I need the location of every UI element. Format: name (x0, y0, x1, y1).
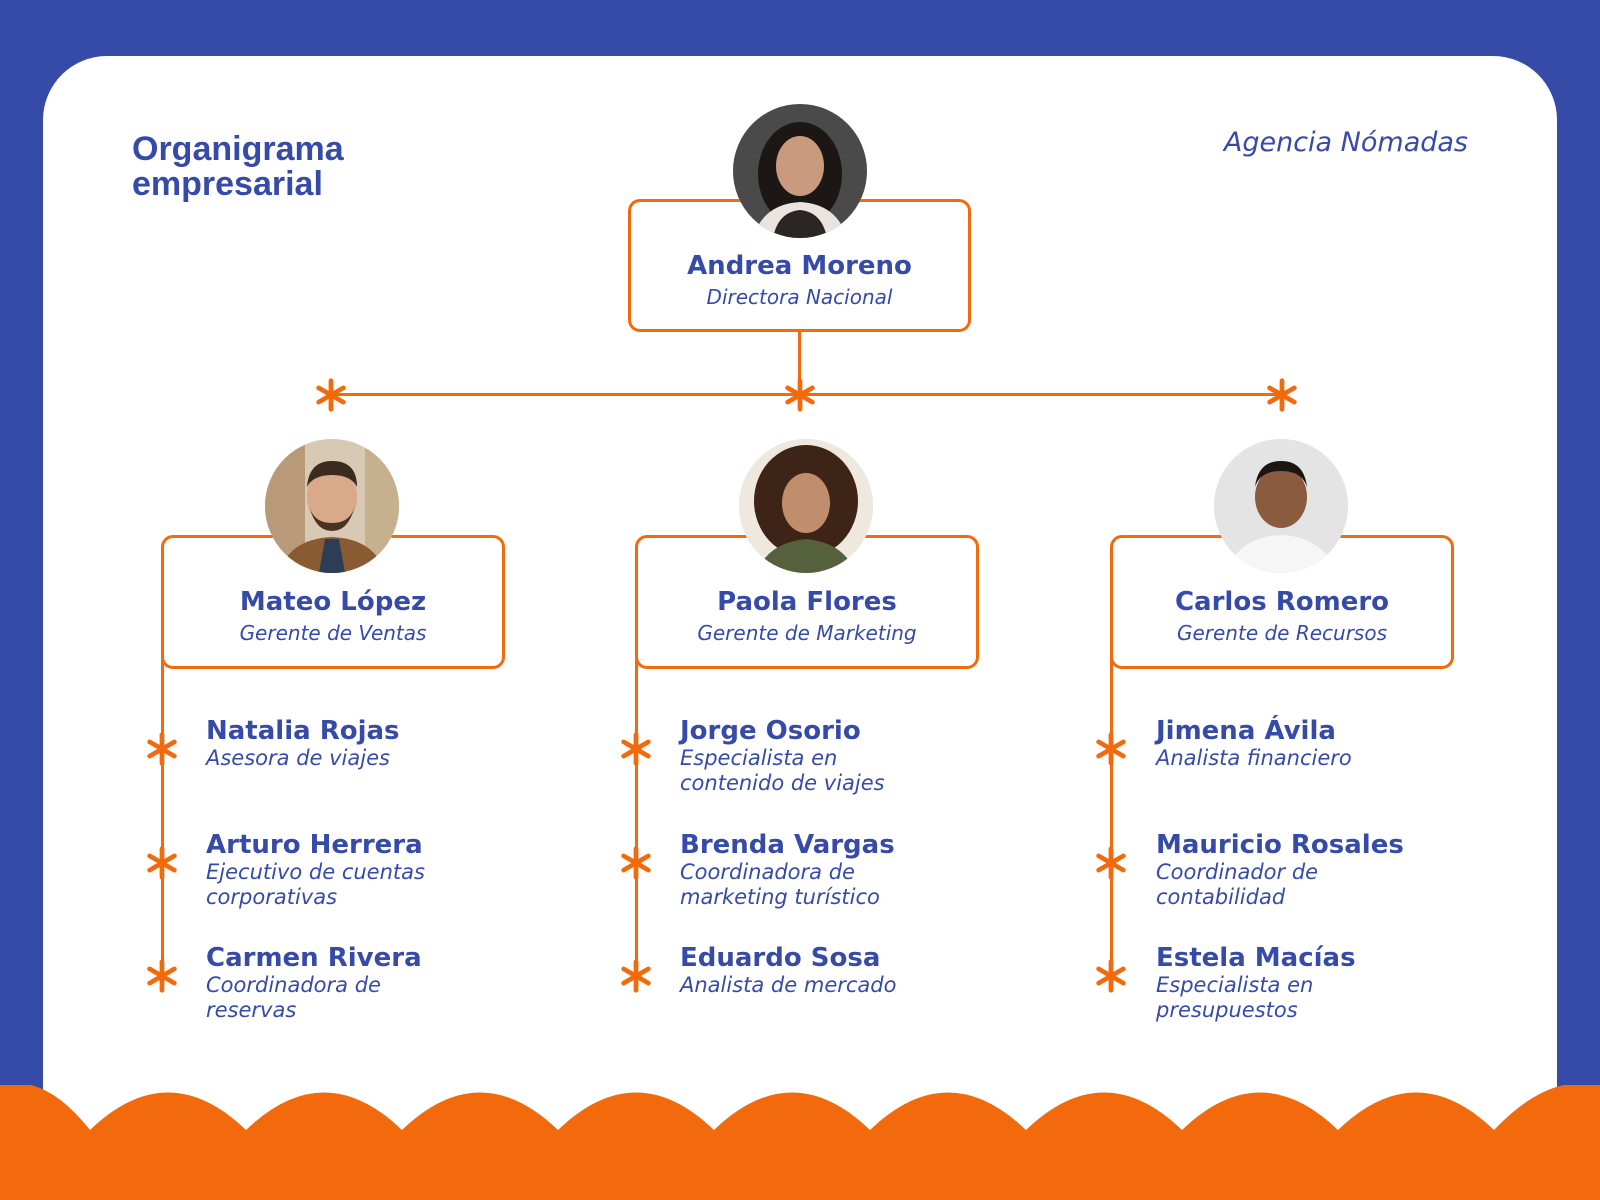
member-role-line1: Especialista en (1156, 973, 1314, 997)
team-line-resources (1110, 648, 1113, 980)
director-connector (798, 332, 801, 395)
member-name: Eduardo Sosa (680, 943, 881, 973)
asterisk-icon (1092, 957, 1130, 995)
decorative-wave (0, 1085, 1600, 1200)
manager-avatar-sales (265, 439, 399, 573)
member-role-line1: Ejecutivo de cuentas (206, 860, 425, 884)
asterisk-icon (143, 844, 181, 882)
team-member: Brenda Vargas Coordinadora de marketing … (680, 830, 980, 910)
director-role: Directora Nacional (706, 285, 893, 309)
member-role-line2: reservas (206, 998, 297, 1022)
asterisk-icon (781, 376, 819, 414)
member-name: Jimena Ávila (1156, 716, 1336, 746)
team-member: Carmen Rivera Coordinadora de reservas (206, 943, 506, 1023)
member-name: Carmen Rivera (206, 943, 422, 973)
manager-role: Gerente de Ventas (239, 621, 427, 645)
member-role-line1: Analista financiero (1156, 746, 1352, 770)
manager-avatar-resources (1214, 439, 1348, 573)
team-member: Mauricio Rosales Coordinador de contabil… (1156, 830, 1456, 910)
page-title: Organigrama empresarial (132, 132, 492, 202)
member-role-line1: Coordinadora de (680, 860, 855, 884)
asterisk-icon (312, 376, 350, 414)
horizontal-connector (331, 393, 1282, 396)
manager-avatar-marketing (739, 439, 873, 573)
asterisk-icon (1092, 730, 1130, 768)
manager-name: Paola Flores (717, 587, 897, 617)
member-role-line2: contenido de viajes (680, 771, 885, 795)
member-role-line1: Analista de mercado (680, 973, 897, 997)
member-name: Brenda Vargas (680, 830, 895, 860)
asterisk-icon (1263, 376, 1301, 414)
member-role-line1: Especialista en (680, 746, 838, 770)
member-role-line2: presupuestos (1156, 998, 1298, 1022)
page-title-line2: empresarial (132, 165, 323, 203)
team-member: Arturo Herrera Ejecutivo de cuentas corp… (206, 830, 506, 910)
asterisk-icon (143, 957, 181, 995)
director-avatar (733, 104, 867, 238)
team-member: Estela Macías Especialista en presupuest… (1156, 943, 1456, 1023)
asterisk-icon (617, 730, 655, 768)
member-role-line1: Asesora de viajes (206, 746, 390, 770)
asterisk-icon (1092, 844, 1130, 882)
team-member: Jimena Ávila Analista financiero (1156, 716, 1456, 771)
member-name: Arturo Herrera (206, 830, 423, 860)
team-member: Eduardo Sosa Analista de mercado (680, 943, 980, 998)
team-line-marketing (635, 648, 638, 980)
page-title-line1: Organigrama (132, 130, 344, 168)
manager-role: Gerente de Marketing (697, 621, 917, 645)
team-member: Natalia Rojas Asesora de viajes (206, 716, 506, 771)
manager-role: Gerente de Recursos (1176, 621, 1388, 645)
member-role-line1: Coordinadora de (206, 973, 381, 997)
asterisk-icon (617, 957, 655, 995)
manager-name: Mateo López (239, 587, 427, 617)
team-line-sales (161, 648, 164, 980)
member-role-line2: corporativas (206, 885, 338, 909)
director-card: Andrea Moreno Directora Nacional (628, 199, 971, 332)
member-role-line2: marketing turístico (680, 885, 880, 909)
asterisk-icon (143, 730, 181, 768)
asterisk-icon (617, 844, 655, 882)
member-role-line2: contabilidad (1156, 885, 1286, 909)
company-name: Agencia Nómadas (1223, 127, 1468, 158)
member-name: Mauricio Rosales (1156, 830, 1404, 860)
manager-name: Carlos Romero (1174, 587, 1390, 617)
director-name: Andrea Moreno (687, 251, 912, 281)
manager-card-marketing: Paola Flores Gerente de Marketing (635, 535, 979, 669)
manager-card-sales: Mateo López Gerente de Ventas (161, 535, 505, 669)
member-name: Natalia Rojas (206, 716, 400, 746)
team-member: Jorge Osorio Especialista en contenido d… (680, 716, 980, 796)
member-name: Jorge Osorio (680, 716, 861, 746)
member-role-line1: Coordinador de (1156, 860, 1319, 884)
member-name: Estela Macías (1156, 943, 1356, 973)
